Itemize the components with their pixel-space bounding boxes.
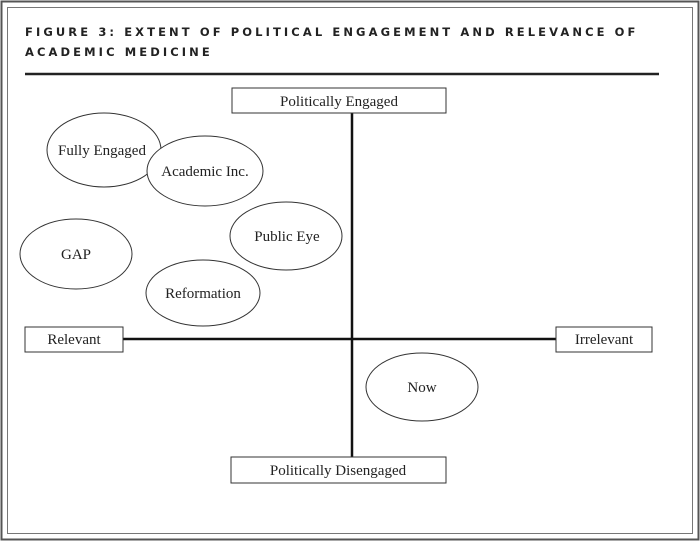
- ellipse-label: GAP: [61, 247, 91, 263]
- ellipse-public-eye: Public Eye: [229, 201, 343, 271]
- figure-title-line-1: FIGURE 3: EXTENT OF POLITICAL ENGAGEMENT…: [25, 25, 639, 39]
- axis-box-irrelevant: Irrelevant: [555, 326, 653, 353]
- axis-box-politically-engaged: Politically Engaged: [231, 87, 447, 114]
- ellipse-label: Public Eye: [254, 229, 320, 245]
- axis-label-bottom: Politically Disengaged: [270, 463, 407, 479]
- ellipse-reformation: Reformation: [145, 259, 261, 327]
- ellipse-label: Now: [407, 380, 436, 396]
- axis-label-top: Politically Engaged: [280, 94, 398, 110]
- ellipse-fully-engaged: Fully Engaged: [46, 112, 162, 188]
- ellipse-gap: GAP: [19, 218, 133, 290]
- figure-title-line-2: ACADEMIC MEDICINE: [25, 45, 213, 59]
- axis-box-politically-disengaged: Politically Disengaged: [230, 456, 447, 484]
- ellipse-now: Now: [365, 352, 479, 422]
- ellipse-label: Reformation: [165, 286, 241, 302]
- axis-label-right: Irrelevant: [575, 332, 634, 348]
- ellipse-academic-inc: Academic Inc.: [146, 135, 264, 207]
- figure-title: FIGURE 3: EXTENT OF POLITICAL ENGAGEMENT…: [25, 22, 639, 62]
- ellipse-label: Academic Inc.: [161, 164, 248, 180]
- axis-box-relevant: Relevant: [24, 326, 124, 353]
- inner-frame: [7, 7, 693, 534]
- axis-label-left: Relevant: [47, 332, 101, 348]
- ellipse-label: Fully Engaged: [58, 143, 146, 159]
